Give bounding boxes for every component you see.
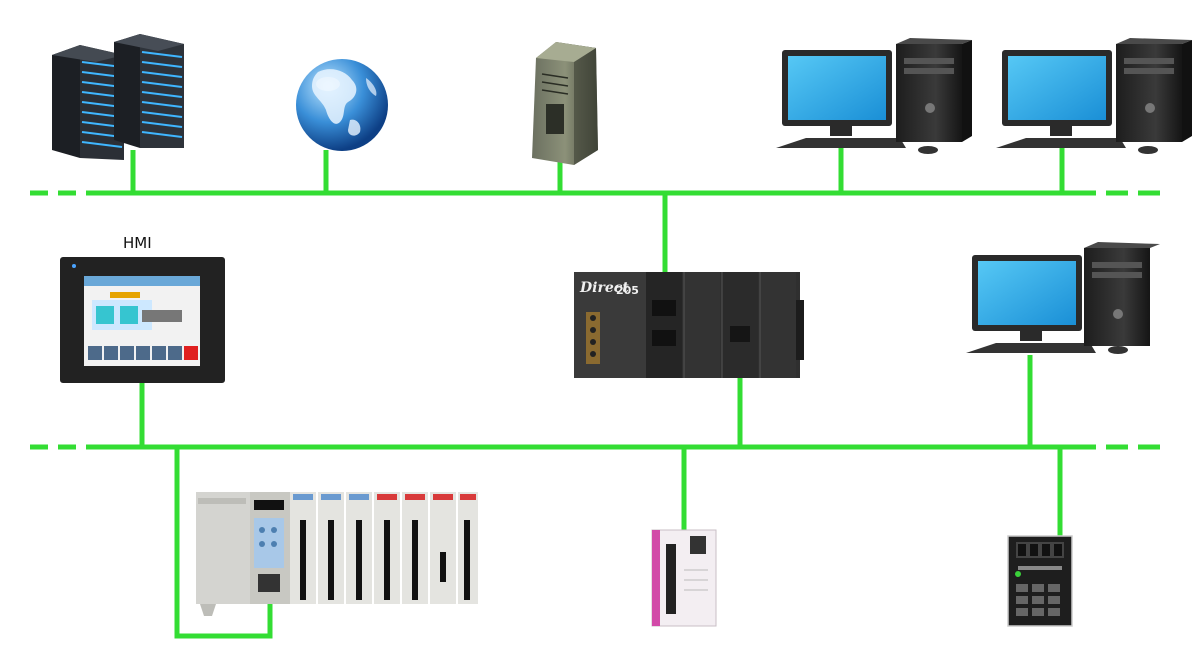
desktop-2	[996, 38, 1192, 154]
plc-rack-icon: Direct 205	[574, 272, 804, 378]
network-lines	[30, 148, 1160, 639]
hmi-panel-icon: HMI	[60, 234, 225, 383]
desktop-computer-icon	[776, 38, 1192, 154]
controller-rack-icon	[196, 492, 478, 616]
server-rack-right	[114, 34, 184, 148]
hmi-label: HMI	[123, 234, 152, 252]
plc-model-label: 205	[616, 284, 639, 297]
desktop-1	[776, 38, 972, 154]
server-rack-icon	[52, 34, 184, 160]
plc-brand-label: Direct	[579, 280, 629, 296]
loop-controller-rack	[174, 447, 273, 639]
io-cards	[290, 492, 478, 604]
desktop-3	[966, 242, 1160, 354]
remote-terminal-icon	[1007, 535, 1073, 627]
globe-icon	[296, 59, 388, 151]
server-rack-left	[52, 45, 124, 160]
io-module-icon	[651, 529, 717, 627]
tower-server-icon	[532, 42, 598, 165]
